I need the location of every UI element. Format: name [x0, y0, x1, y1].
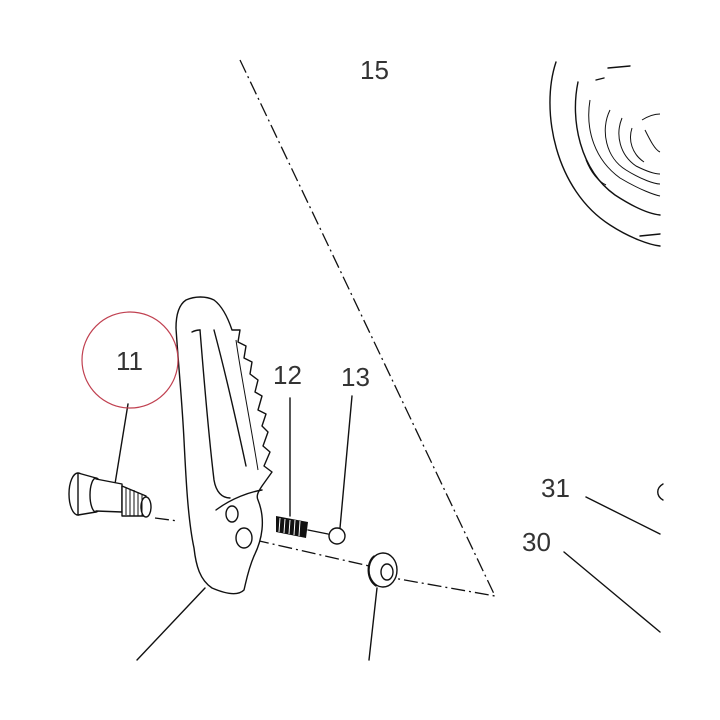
- callout-label-31: 31: [541, 473, 570, 503]
- leader-line-pad: [136, 587, 206, 661]
- leader-line-washer: [368, 587, 378, 661]
- detent-spring: [276, 516, 329, 538]
- engine-cover-partial: [549, 61, 661, 247]
- footpeg-pad: [175, 296, 273, 595]
- detent-ball: [328, 527, 346, 545]
- leader-line-13: [339, 395, 353, 529]
- leader-line-11: [113, 403, 129, 491]
- callout-label-13: 13: [341, 362, 370, 392]
- leader-line-30: [563, 551, 661, 633]
- partial-part-edge: [657, 483, 664, 501]
- callout-label-30: 30: [522, 527, 551, 557]
- callout-label-12: 12: [273, 360, 302, 390]
- callout-label-15: 15: [360, 55, 389, 85]
- assembly-axis-line: [154, 517, 179, 522]
- assembly-axis-line-2: [254, 539, 379, 569]
- leader-line-31: [585, 496, 661, 535]
- pivot-pin: [68, 472, 152, 518]
- washer: [367, 552, 398, 588]
- assembly-boundary-line: [239, 59, 497, 597]
- highlight-circle-11: [81, 311, 179, 409]
- callout-label-11: 11: [116, 346, 143, 376]
